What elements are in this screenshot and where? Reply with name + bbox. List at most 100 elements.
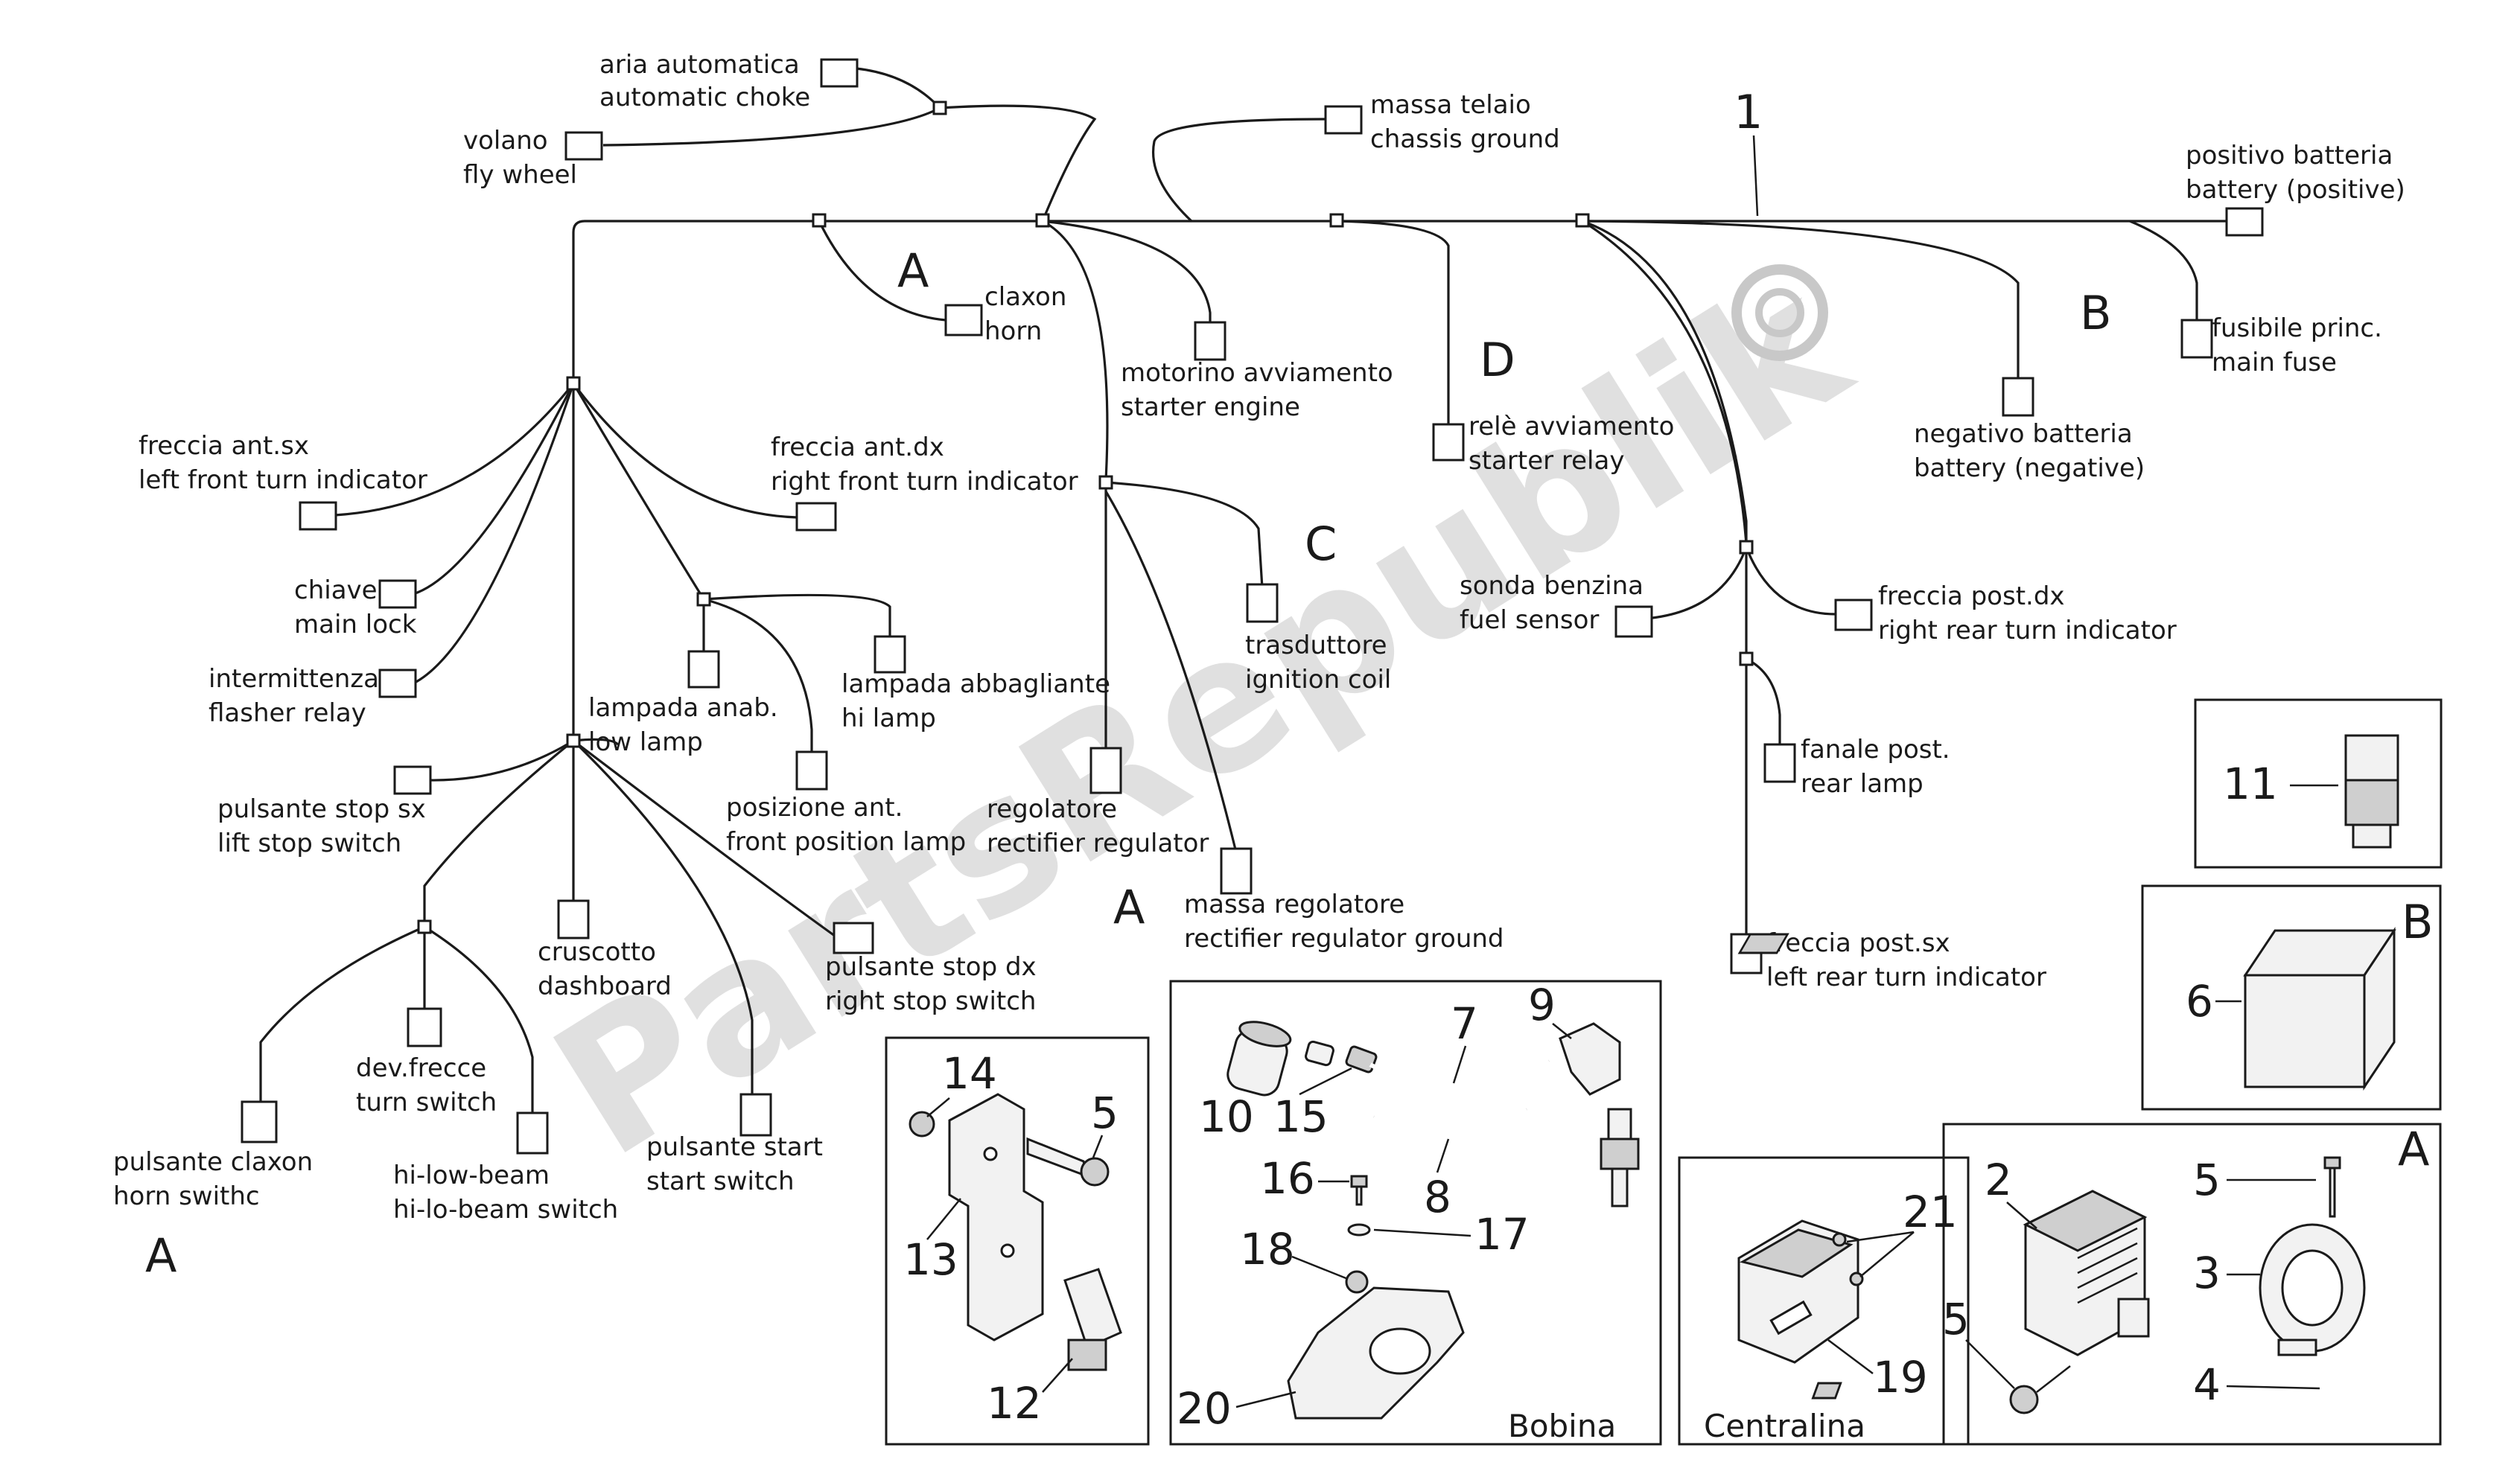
panel-title-bobina: Bobina bbox=[1508, 1408, 1616, 1444]
label-automatic-choke-en: automatic choke bbox=[599, 83, 810, 112]
panel-regulator-horn-numbers: A 2 5 3 4 5 bbox=[1942, 1122, 2429, 1410]
part-number-15: 15 bbox=[1273, 1091, 1329, 1142]
part-number-7: 7 bbox=[1451, 998, 1478, 1049]
label-main-fuse-it: fusibile princ. bbox=[2212, 313, 2382, 343]
label-left-rear-turn-it: freccia post.sx bbox=[1766, 928, 1950, 958]
harness-wires bbox=[259, 67, 2227, 1113]
label-fuel-sensor-it: sonda benzina bbox=[1460, 571, 1644, 601]
label-regulator-en: rectifier regulator bbox=[987, 829, 1209, 858]
connector-horn-switch bbox=[241, 1100, 278, 1143]
harness-junctions bbox=[417, 100, 1754, 934]
label-automatic-choke-it: aria automatica bbox=[599, 50, 800, 80]
connector-battery-negative bbox=[2002, 377, 2034, 417]
part-number-19: 19 bbox=[1873, 1352, 1928, 1403]
part-number-12: 12 bbox=[987, 1378, 1042, 1429]
panel-relay: 11 bbox=[2194, 698, 2443, 869]
connector-dashboard bbox=[557, 899, 590, 939]
connector-hilo-switch bbox=[516, 1111, 549, 1155]
label-dashboard-it: cruscotto bbox=[538, 937, 656, 967]
connector-right-stop bbox=[833, 922, 874, 954]
panel-battery: B 6 bbox=[1737, 884, 2442, 1111]
connector-starter-relay bbox=[1432, 423, 1465, 462]
label-front-position-en: front position lamp bbox=[726, 827, 966, 857]
harness-connectors bbox=[241, 58, 2264, 1155]
section-letter-b: B bbox=[2080, 286, 2112, 340]
connector-rear-lamp bbox=[1763, 743, 1796, 783]
part-number-9: 9 bbox=[1528, 980, 1556, 1030]
label-flasher-relay-en: flasher relay bbox=[209, 698, 366, 728]
label-hi-lamp-en: hi lamp bbox=[841, 704, 936, 733]
part-number-14: 14 bbox=[942, 1048, 997, 1099]
label-right-front-turn-it: freccia ant.dx bbox=[771, 433, 944, 462]
label-regulator-ground-it: massa regolatore bbox=[1184, 890, 1404, 919]
panel-centralina: 21 19 Centralina bbox=[1678, 1156, 1970, 1446]
label-turn-switch-en: turn switch bbox=[356, 1088, 497, 1117]
connector-start-switch bbox=[739, 1093, 772, 1137]
connector-starter-engine bbox=[1194, 321, 1226, 361]
component-labels: aria automatica automatic choke volano f… bbox=[113, 50, 2405, 1225]
connector-fuel-sensor bbox=[1614, 605, 1653, 638]
section-letter-a-claxon: A bbox=[897, 243, 929, 298]
label-right-stop-en: right stop switch bbox=[825, 986, 1036, 1016]
label-start-switch-it: pulsante start bbox=[646, 1132, 823, 1162]
panel-centralina-numbers: 21 19 bbox=[1827, 1187, 1958, 1403]
connector-front-position bbox=[795, 750, 828, 791]
label-lift-stop-it: pulsante stop sx bbox=[217, 794, 426, 824]
part-number-21: 21 bbox=[1903, 1187, 1958, 1237]
connector-battery-positive bbox=[2225, 207, 2264, 237]
label-hilo-switch-it: hi-low-beam bbox=[393, 1161, 550, 1190]
part-number-8: 8 bbox=[1424, 1172, 1451, 1222]
panel-letter-b: B bbox=[2402, 895, 2434, 949]
label-battery-negative-it: negativo batteria bbox=[1914, 419, 2133, 449]
label-battery-negative-en: battery (negative) bbox=[1914, 453, 2145, 483]
watermark-gear-icon bbox=[1731, 264, 1828, 361]
label-turn-switch-it: dev.frecce bbox=[356, 1053, 486, 1083]
label-fuel-sensor-en: fuel sensor bbox=[1460, 605, 1599, 635]
panel-bracket: 14 5 13 12 bbox=[885, 1036, 1150, 1446]
connector-low-lamp bbox=[687, 650, 720, 689]
connector-fly-wheel bbox=[564, 131, 603, 161]
part-number-17: 17 bbox=[1474, 1209, 1530, 1260]
label-right-front-turn-en: right front turn indicator bbox=[771, 467, 1078, 497]
label-main-fuse-en: main fuse bbox=[2212, 348, 2337, 377]
label-horn-it: claxon bbox=[984, 282, 1066, 312]
label-starter-engine-it: motorino avviamento bbox=[1121, 358, 1393, 388]
label-lift-stop-en: lift stop switch bbox=[217, 829, 401, 858]
panel-bobina-numbers: 10 15 7 9 8 16 17 18 20 bbox=[1177, 980, 1572, 1434]
label-battery-positive-it: positivo batteria bbox=[2186, 141, 2393, 170]
panel-bracket-numbers: 14 5 13 12 bbox=[903, 1048, 1119, 1429]
section-letter-c: C bbox=[1305, 517, 1337, 571]
label-front-position-it: posizione ant. bbox=[726, 793, 903, 823]
connector-automatic-choke bbox=[820, 58, 859, 88]
part-number-16: 16 bbox=[1260, 1153, 1315, 1204]
label-starter-relay-en: starter relay bbox=[1469, 446, 1624, 476]
label-dashboard-en: dashboard bbox=[538, 972, 672, 1001]
panel-bobina: 10 15 7 9 8 16 17 18 20 Bobina bbox=[1169, 980, 1662, 1446]
label-right-rear-turn-en: right rear turn indicator bbox=[1878, 616, 2177, 645]
label-chassis-ground-en: chassis ground bbox=[1370, 124, 1560, 154]
label-right-rear-turn-it: freccia post.dx bbox=[1878, 581, 2065, 611]
part-number-18: 18 bbox=[1240, 1224, 1295, 1274]
connector-lift-stop bbox=[393, 765, 432, 795]
label-right-stop-it: pulsante stop dx bbox=[825, 952, 1037, 982]
label-regulator-it: regolatore bbox=[987, 794, 1117, 824]
label-regulator-ground-en: rectifier regulator ground bbox=[1184, 924, 1504, 954]
connector-regulator-ground bbox=[1220, 847, 1253, 895]
label-horn-switch-it: pulsante claxon bbox=[113, 1147, 313, 1177]
label-start-switch-en: start switch bbox=[646, 1167, 795, 1196]
connector-chassis-ground bbox=[1324, 105, 1363, 135]
label-fly-wheel-en: fly wheel bbox=[463, 160, 577, 190]
label-rear-lamp-it: fanale post. bbox=[1801, 735, 1950, 765]
panel-regulator-horn: A 2 5 3 4 5 bbox=[1811, 1122, 2442, 1446]
label-starter-engine-en: starter engine bbox=[1121, 392, 1300, 422]
section-letter-d: D bbox=[1480, 333, 1515, 387]
connector-regulator bbox=[1089, 747, 1122, 794]
connector-flasher-relay bbox=[378, 669, 417, 698]
connector-main-fuse bbox=[2180, 319, 2213, 359]
label-ignition-coil-it: trasduttore bbox=[1245, 631, 1387, 660]
part-number-4: 4 bbox=[2193, 1359, 2221, 1410]
connector-right-front-turn bbox=[795, 502, 837, 532]
label-horn-switch-en: horn swithc bbox=[113, 1181, 260, 1211]
part-number-6: 6 bbox=[2186, 976, 2213, 1027]
